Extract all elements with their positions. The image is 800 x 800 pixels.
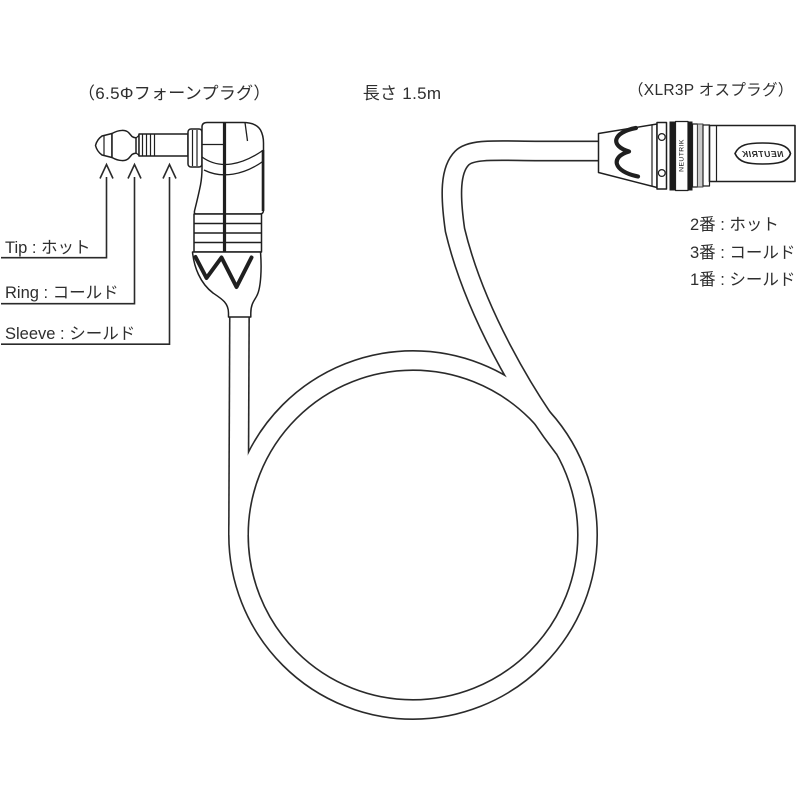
leader-sleeve xyxy=(1,177,171,345)
xlr-logo-oval xyxy=(734,142,792,165)
plug-ring xyxy=(111,129,137,162)
xlr-pin-labels: 2番 : ホット 3番 : コールド 1番 : シールド xyxy=(690,212,795,295)
plug-collar xyxy=(187,128,203,168)
xlr-barrel xyxy=(708,124,796,183)
leader-tip xyxy=(1,177,108,259)
arrow-sleeve-icon xyxy=(162,162,177,179)
xlr-brand-logo: NEUTRIK xyxy=(741,149,783,159)
cable-loop xyxy=(228,140,604,720)
plug-boot-ridge xyxy=(193,255,254,289)
header-phone-plug: （6.5Φフォーンプラグ） xyxy=(78,84,271,103)
header-xlr-plug: （XLR3P オスプラグ） xyxy=(628,82,794,99)
phone-pin-label-ring: Ring : コールド xyxy=(5,284,119,302)
xlr-pin-label-1: 1番 : シールド xyxy=(690,271,796,289)
xlr-brand-vertical: NEUTRIK xyxy=(679,139,686,172)
xlr-boot xyxy=(597,123,658,189)
leader-ring xyxy=(1,177,136,305)
header-cable-length: 長さ 1.5m xyxy=(362,84,442,103)
phone-plug-drawing xyxy=(94,121,265,318)
phone-pin-label-tip: Tip : ホット xyxy=(5,239,91,257)
arrow-ring-icon xyxy=(127,162,142,179)
xlr-flange xyxy=(656,121,668,190)
plug-body xyxy=(193,121,265,215)
xlr-boot-ridge xyxy=(614,125,641,179)
pin-leader-lines xyxy=(1,162,177,345)
xlr-pin-label-3: 3番 : コールド xyxy=(690,243,796,262)
xlr-plug-drawing: NEUTRIK NEUTRIK xyxy=(597,120,796,192)
xlr-pin-label-2: 2番 : ホット xyxy=(690,216,779,234)
phone-pin-label-sleeve: Sleeve : シールド xyxy=(5,325,136,343)
arrow-tip-icon xyxy=(99,162,114,179)
